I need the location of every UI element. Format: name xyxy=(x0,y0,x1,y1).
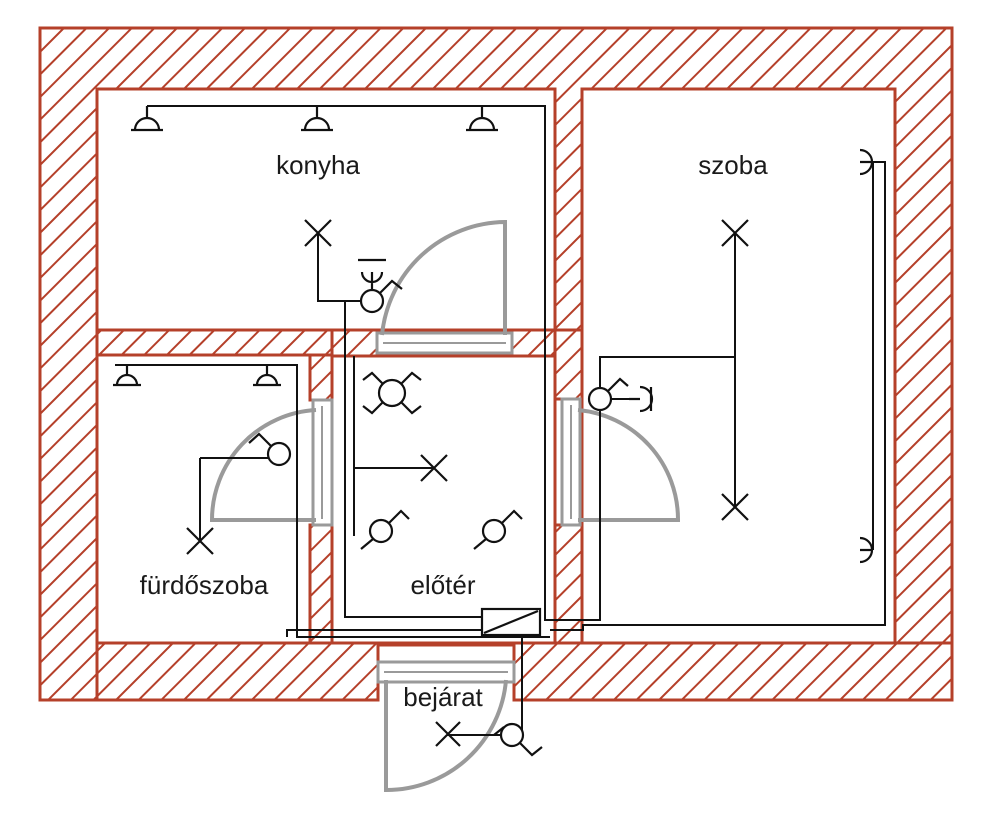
switch-icon xyxy=(360,509,410,550)
wall-segment xyxy=(330,328,379,358)
socket-icon xyxy=(358,258,386,290)
lamp-icon xyxy=(186,527,214,555)
switch-icon xyxy=(587,377,629,412)
wall-segment xyxy=(95,328,334,357)
room-label-konyha: konyha xyxy=(276,150,360,180)
wall-segment xyxy=(308,523,334,645)
socket-icon xyxy=(859,148,874,176)
lamp-icon xyxy=(304,219,332,247)
ceiling-light-icon xyxy=(362,371,422,415)
socket-icon xyxy=(113,365,141,387)
wall-segment xyxy=(308,353,334,402)
door-frame-kitchen xyxy=(375,331,514,355)
lamp-icon xyxy=(435,721,461,747)
door-swing-entrance xyxy=(384,679,508,793)
door-frame-entrance xyxy=(376,660,516,684)
door-frame-room xyxy=(560,397,582,527)
wall-segment xyxy=(510,328,557,358)
room-label-bejarat: bejárat xyxy=(403,682,483,712)
switch-icon xyxy=(248,432,292,467)
switch-icon xyxy=(359,279,403,314)
wiring xyxy=(115,105,886,736)
lamp-icon xyxy=(721,493,749,521)
wall-segment xyxy=(95,641,380,702)
room-label-eloter: előtér xyxy=(410,570,475,600)
switch-icon xyxy=(493,722,543,757)
room-label-szoba: szoba xyxy=(698,150,768,180)
distribution-panel-icon xyxy=(480,607,542,637)
lamp-icon xyxy=(420,454,448,482)
socket-icon xyxy=(253,365,281,387)
socket-icon xyxy=(859,536,874,564)
socket-icon xyxy=(131,106,163,132)
socket-icon xyxy=(301,106,333,132)
room-konyha xyxy=(95,87,557,332)
door-swing-kitchen xyxy=(380,219,507,336)
switch-icon xyxy=(473,509,523,550)
socket-icon xyxy=(466,106,498,132)
room-label-furdoszoba: fürdőszoba xyxy=(140,570,269,600)
door-swing-bathroom xyxy=(209,408,317,522)
socket-icon xyxy=(629,385,654,413)
wall-segment xyxy=(553,328,584,401)
lamp-icon xyxy=(721,219,749,247)
wall-segment xyxy=(512,641,954,702)
wall-segment xyxy=(553,523,584,645)
door-frame-bathroom xyxy=(311,398,334,527)
